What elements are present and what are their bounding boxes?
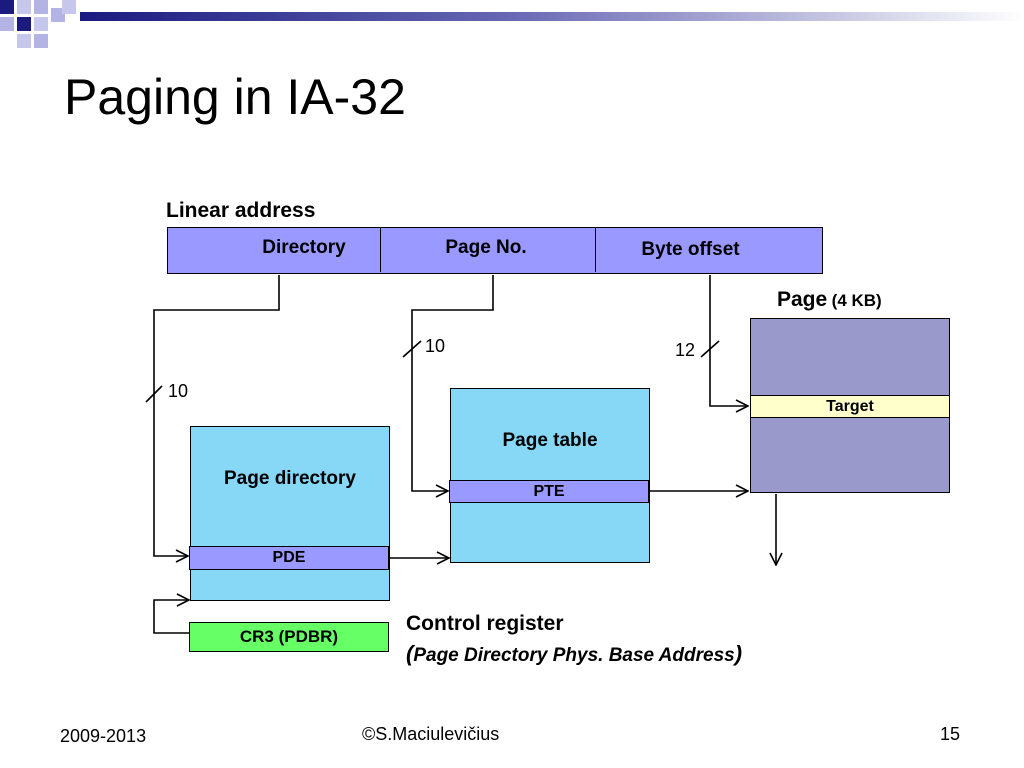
- footer-page-number: 15: [940, 724, 961, 744]
- page-directory-label: Page directory: [224, 468, 356, 489]
- byte-offset-arrow: [709, 275, 748, 406]
- pte-entry: PTE: [449, 480, 649, 503]
- deco-square-7: [51, 8, 65, 22]
- description-paren-open: (: [406, 641, 414, 666]
- page-table-label: Page table: [502, 430, 598, 451]
- control-register-description: (Page Directory Phys. Base Address): [406, 641, 743, 666]
- slide-title: Paging in IA-32: [64, 69, 406, 125]
- deco-square-4: [0, 17, 14, 31]
- deco-square-10: [62, 0, 76, 14]
- page-directory-box: [190, 426, 390, 601]
- target-entry: Target: [750, 395, 950, 418]
- description-text: Page Directory Phys. Base Address: [413, 645, 735, 666]
- linear-address-label: Linear address: [166, 199, 316, 222]
- control-register-label: Control register: [406, 612, 564, 635]
- byte-offset-field: Byte offset: [641, 239, 740, 260]
- byte-offset-bit-width: 12: [675, 340, 696, 360]
- page-no-field: Page No.: [381, 228, 596, 272]
- page-label: Page: [777, 288, 828, 311]
- page-size: (4 KB): [831, 291, 882, 310]
- linear-address-box: Directory Page No. Byte offset: [167, 227, 823, 274]
- footer-years: 2009-2013: [60, 726, 147, 746]
- footer-author: ©S.Maciulevičius: [362, 724, 500, 744]
- deco-square-6: [34, 17, 48, 31]
- directory-field: Directory: [168, 228, 381, 272]
- deco-square-3: [34, 0, 48, 14]
- page-title: Page (4 KB): [777, 289, 882, 310]
- pde-entry: PDE: [189, 546, 389, 570]
- cr3-arrow: [153, 600, 189, 634]
- deco-square-2: [17, 0, 31, 14]
- directory-bit-width: 10: [168, 381, 189, 401]
- deco-square-9: [34, 34, 48, 48]
- deco-square-1: [0, 0, 14, 14]
- page-no-bit-width: 10: [425, 336, 446, 356]
- directory-arrow: [153, 275, 280, 556]
- title-gradient-bar: [80, 12, 1024, 21]
- directory-width-tick: [145, 385, 163, 403]
- page-table-box: [450, 388, 650, 563]
- deco-square-8: [17, 34, 31, 48]
- description-paren-close: ): [734, 641, 743, 666]
- page-no-width-tick: [402, 340, 422, 358]
- cr3-register: CR3 (PDBR): [189, 622, 389, 652]
- byte-offset-width-tick: [700, 340, 720, 358]
- page-no-arrow: [411, 275, 494, 491]
- deco-square-5: [17, 17, 31, 31]
